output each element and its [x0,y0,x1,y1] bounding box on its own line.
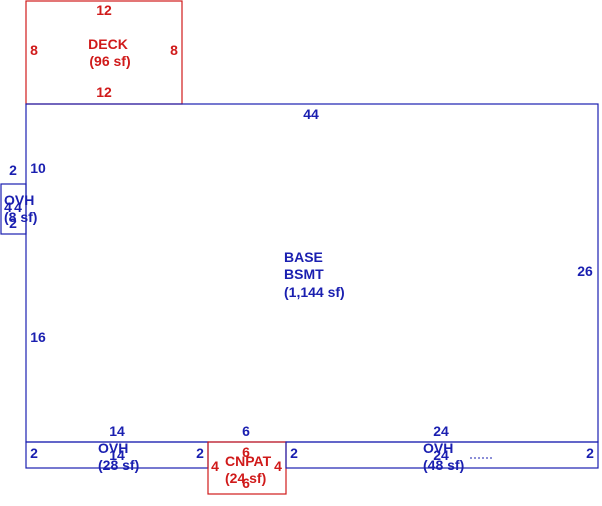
ovh-bottom-left-dim-left: 2 [30,445,38,461]
base-dim-bottom-left: 14 [109,423,125,439]
ovh-bottom-right-area: 2 2 24 OVH (48 sf) [285,440,599,473]
ovh-bottom-left-dim-top: 14 [109,447,125,463]
base-dim-left-lower: 16 [30,329,46,345]
base-label-2: BSMT [284,266,324,282]
ovh-left-dim-bottom: 2 [9,215,17,231]
deck-label: DECK [88,36,128,52]
cnpat-dim-top: 6 [242,444,250,460]
ovh-bottom-right-outline [285,441,599,469]
ovh-left-outline [0,183,27,235]
cnpat-dim-bottom: 6 [242,475,250,491]
base-dim-bottom-right: 24 [433,423,449,439]
base-dim-top: 44 [303,106,319,122]
base-dim-left-upper: 10 [30,160,46,176]
cnpat-dim-left: 4 [211,458,219,474]
ovh-bottom-left-label: OVH [98,440,128,456]
cnpat-label: CNPAT [225,453,272,469]
deck-dim-right: 8 [170,42,178,58]
ovh-bottom-right-dim-left: 2 [290,445,298,461]
ovh-bottom-left-area-text: (28 sf) [98,457,139,473]
base-dim-right: 26 [577,263,593,279]
ovh-bottom-right-area-text: (48 sf) [423,457,464,473]
cnpat-area: 6 6 4 4 CNPAT (24 sf) [207,441,287,495]
base-area-text: (1,144 sf) [284,284,345,300]
base-label-1: BASE [284,249,323,265]
ovh-left-area-text: (8 sf) [4,209,37,225]
deck-dim-top: 12 [96,2,112,18]
deck-dim-bottom: 12 [96,84,112,100]
ovh-left-dim-left: 4 [4,199,12,215]
ovh-left-label: OVH [4,192,34,208]
ovh-left-dim-right: 4 [14,199,22,215]
ovh-bottom-left-dim-right: 2 [196,445,204,461]
deck-area-text: (96 sf) [89,53,130,69]
ovh-left-area: 2 2 4 4 OVH (8 sf) [0,162,37,235]
base-dim-bottom-mid: 6 [242,423,250,439]
deck-area: 12 12 8 8 DECK (96 sf) [25,0,183,105]
deck-dim-left: 8 [30,42,38,58]
ovh-bottom-right-dim-right: 2 [586,445,594,461]
ovh-bottom-right-label: OVH [423,440,453,456]
ovh-left-dim-top: 2 [9,162,17,178]
ovh-bottom-right-dim-top: 24 [433,447,449,463]
cnpat-area-text: (24 sf) [225,470,266,486]
cnpat-dim-right: 4 [274,458,282,474]
ovh-bottom-left-area: 2 2 14 OVH (28 sf) [25,440,209,473]
base-area: 44 26 10 16 14 6 24 BASE BSMT (1,144 sf) [25,103,599,443]
